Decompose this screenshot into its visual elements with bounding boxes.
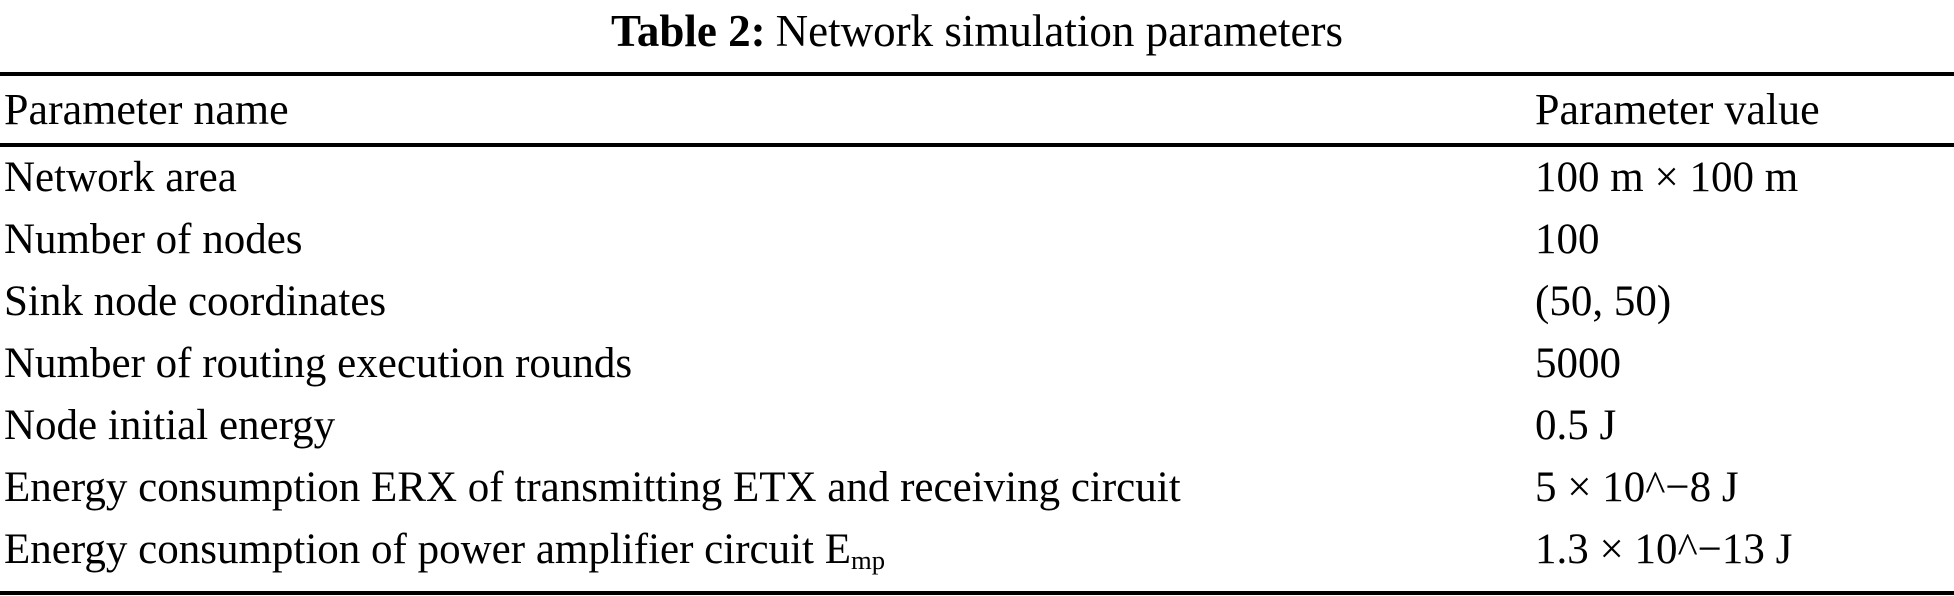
table-row: Node initial energy 0.5 J bbox=[0, 395, 1954, 457]
table-row: Number of routing execution rounds 5000 bbox=[0, 333, 1954, 395]
table-header-rule bbox=[0, 143, 1954, 147]
table-row: Number of nodes 100 bbox=[0, 209, 1954, 271]
parameter-value-cell: (50, 50) bbox=[1535, 278, 1672, 325]
column-header-parameter-value: Parameter value bbox=[1535, 85, 1820, 134]
parameters-table: Parameter name Parameter value Network a… bbox=[0, 72, 1954, 595]
parameter-value-cell: 100 m × 100 m bbox=[1535, 154, 1799, 201]
parameter-value-cell: 5 × 10^−8 J bbox=[1535, 464, 1739, 511]
table-bottom-rule bbox=[0, 590, 1954, 595]
parameter-name-cell: Sink node coordinates bbox=[4, 278, 387, 325]
parameter-value-cell: 5000 bbox=[1535, 340, 1621, 387]
parameter-value-cell: 1.3 × 10^−13 J bbox=[1535, 526, 1793, 573]
table-caption-text: Network simulation parameters bbox=[775, 6, 1343, 56]
column-header-parameter-name: Parameter name bbox=[4, 85, 289, 134]
parameter-value-cell: 0.5 J bbox=[1535, 402, 1617, 449]
table-row: Network area 100 m × 100 m bbox=[0, 147, 1954, 209]
parameter-name-text: Energy consumption of power amplifier ci… bbox=[4, 526, 852, 573]
parameter-name-cell: Network area bbox=[4, 154, 237, 201]
parameter-name-cell: Energy consumption ERX of transmitting E… bbox=[4, 464, 1181, 511]
table-caption: Table 2:Network simulation parameters bbox=[0, 2, 1954, 60]
table-header-row: Parameter name Parameter value bbox=[0, 76, 1954, 143]
table-top-rule bbox=[0, 72, 1954, 76]
parameter-name-cell: Node initial energy bbox=[4, 402, 336, 449]
parameter-name-cell: Energy consumption of power amplifier ci… bbox=[0, 519, 1535, 591]
table-row: Energy consumption ERX of transmitting E… bbox=[0, 457, 1954, 519]
parameter-name-cell: Number of routing execution rounds bbox=[4, 340, 633, 387]
table-row: Sink node coordinates (50, 50) bbox=[0, 271, 1954, 333]
parameter-name-subscript: mp bbox=[851, 544, 886, 575]
parameter-name-cell: Number of nodes bbox=[4, 216, 303, 263]
table-row: Energy consumption of power amplifier ci… bbox=[0, 519, 1954, 591]
parameter-value-cell: 100 bbox=[1535, 216, 1600, 263]
table-caption-label: Table 2: bbox=[611, 6, 766, 56]
